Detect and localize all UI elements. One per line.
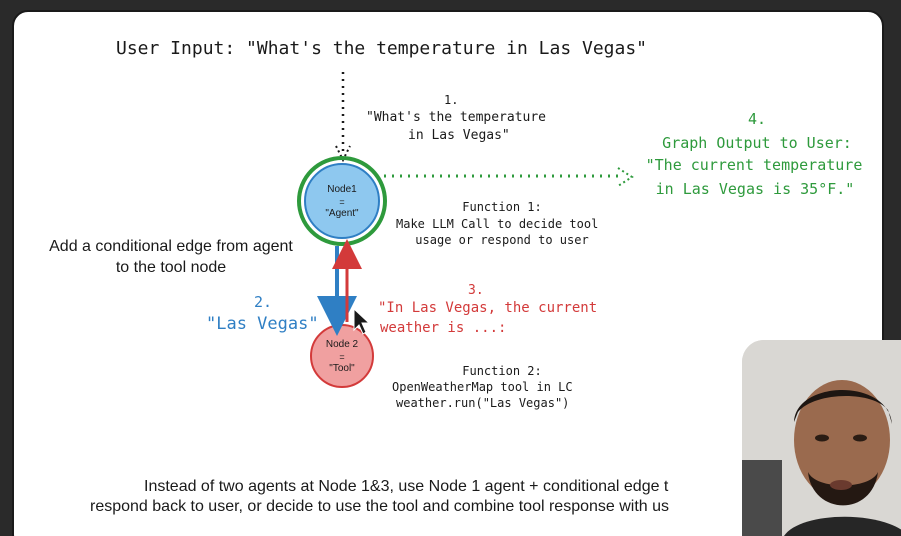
function1-line1: Make LLM Call to decide tool	[396, 217, 599, 231]
step1-line1: "What's the temperature	[366, 110, 547, 125]
presenter-image	[742, 340, 901, 536]
node1-label-line1: Node1	[327, 184, 357, 195]
function2-line2: weather.run("Las Vegas")	[396, 396, 570, 410]
function2-line1: OpenWeatherMap tool in LC	[392, 380, 573, 394]
node2-label-line1: Node 2	[325, 339, 359, 350]
node2-label-line3: "Tool"	[329, 363, 355, 374]
function2-title: Function 2:	[462, 364, 542, 378]
step4-line1: Graph Output to User:	[662, 134, 852, 152]
step2-number: 2.	[254, 293, 273, 311]
node1-label-line3: "Agent"	[325, 208, 359, 219]
step1-line2: in Las Vegas"	[408, 128, 510, 143]
whiteboard	[12, 10, 884, 536]
function1-title: Function 1:	[462, 200, 542, 214]
node1-circle	[304, 163, 380, 239]
user-input-label: User Input: "What's the temperature in L…	[116, 38, 648, 59]
step1-number: 1.	[444, 93, 459, 107]
footer-line2: respond back to user, or decide to use t…	[90, 498, 670, 515]
footer-line1: Instead of two agents at Node 1&3, use N…	[144, 478, 669, 495]
step3-line1: "In Las Vegas, the current	[378, 300, 598, 316]
mouse-pointer-icon	[353, 307, 371, 335]
function1-line2: usage or respond to user	[415, 233, 589, 247]
conditional-edge-line1: Add a conditional edge from agent	[49, 238, 293, 255]
node1-label-line2: =	[339, 197, 345, 207]
output-arrowhead	[617, 167, 634, 187]
step4-number: 4.	[747, 110, 767, 128]
step3-number: 3.	[468, 283, 484, 298]
step4-line3: in Las Vegas is 35°F."	[655, 180, 855, 198]
step3-line2: weather is ...:	[380, 320, 507, 336]
node2-label-line2: =	[339, 352, 345, 362]
conditional-edge-line2: to the tool node	[115, 259, 227, 276]
step4-line2: "The current temperature	[645, 156, 863, 174]
presenter-webcam	[742, 340, 901, 536]
step2-text: "Las Vegas"	[206, 314, 319, 334]
